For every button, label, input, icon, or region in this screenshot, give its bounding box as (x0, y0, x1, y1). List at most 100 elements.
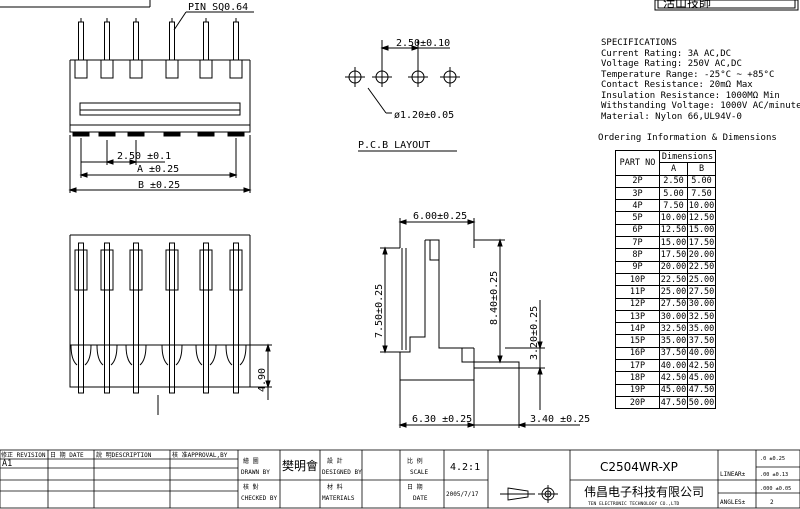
dim-b-cell: 45.00 (687, 371, 716, 385)
ordering-heading: Ordering Information & Dimensions (598, 133, 777, 143)
bottom-pin (169, 242, 175, 394)
bottom-pin-contact (70, 344, 92, 366)
dim-a-cell: 17.50 (659, 248, 688, 262)
front-foot (72, 131, 90, 137)
date-cn: 日 期 (407, 483, 423, 491)
linear-label: LINEAR± (720, 471, 746, 478)
pin-label: PIN SQ0.64 (188, 2, 248, 13)
part-cell: 11P (615, 285, 660, 299)
front-pin-slot (199, 59, 213, 79)
col-dims: Dimensions (659, 149, 716, 164)
bottom-pin-guide (165, 249, 179, 291)
front-foot (163, 131, 181, 137)
pcb-pitch-label: 2.50±0.10 (396, 38, 450, 49)
part-cell: 16P (615, 346, 660, 361)
part-cell: 20P (615, 395, 660, 410)
checked-en: CHECKED BY (241, 495, 278, 502)
side-top-label: 6.00±0.25 (413, 211, 467, 222)
front-pin (78, 21, 84, 61)
side-height-right: 3.20±0.25 (529, 306, 540, 360)
scale-value: 4.2:1 (450, 462, 480, 473)
col-a: A (659, 162, 688, 176)
designed-en: DESIGNED BY (322, 469, 362, 476)
header-fragments: PIN SQ0.64 活山技師 (0, 0, 799, 31)
dim-b-cell: 40.00 (687, 346, 716, 361)
dim-a-cell: 27.50 (659, 297, 688, 311)
pcb-hole-label: ø1.20±0.05 (394, 110, 454, 121)
rev-col: 修正 REVISION (1, 451, 46, 459)
dim-a-cell: 32.50 (659, 322, 688, 336)
part-cell: 18P (615, 371, 660, 385)
dim-a-cell: 45.00 (659, 383, 688, 397)
dim-b-cell: 5.00 (687, 174, 716, 188)
front-pin-slot (229, 59, 243, 79)
bottom-pin (233, 242, 239, 394)
front-pin-slot (100, 59, 114, 79)
front-pin (104, 21, 110, 61)
dim-a-cell: 10.00 (659, 211, 688, 225)
angles-label: ANGLES± (720, 499, 746, 506)
pcb-layout: 2.50±0.10 ø1.20±0.05 P.C.B LAYOUT (345, 38, 460, 152)
front-pitch-label: 2.50 ±0.1 (117, 151, 171, 162)
bottom-height-label: 4.90 (257, 368, 268, 392)
bottom-pin (104, 242, 110, 394)
bottom-pin-contact (96, 344, 118, 366)
spec-line: Material: Nylon 66,UL94V-0 (601, 111, 742, 122)
col-part: PART NO (615, 150, 660, 176)
drawn-name: 樊明會 (282, 459, 318, 473)
front-a-label: A ±0.25 (137, 164, 179, 175)
bottom-pin-contact (161, 344, 183, 366)
pcb-caption: P.C.B LAYOUT (358, 140, 430, 151)
date-value: 2005/7/17 (446, 491, 479, 498)
part-cell: 5P (615, 211, 660, 225)
tol-angle: 2 (770, 499, 774, 506)
bottom-pin-guide (229, 249, 243, 291)
front-view: 2.50 ±0.1 A ±0.25 B ±0.25 (68, 18, 252, 193)
bottom-pin (133, 242, 139, 394)
drawn-cn: 繪 圖 (243, 457, 259, 465)
part-cell: 15P (615, 334, 660, 348)
bottom-pin-guide (129, 249, 143, 291)
part-cell: 12P (615, 297, 660, 311)
dim-b-cell: 10.00 (687, 199, 716, 213)
material-en: MATERIALS (322, 495, 355, 502)
company-cn: 伟昌电子科技有限公司 (584, 485, 704, 499)
side-view: 6.00±0.25 7.50±0.25 8.40±0.25 3.20±0.25 (374, 211, 590, 428)
rev-value: A1 (2, 459, 12, 469)
dim-a-cell: 30.00 (659, 309, 688, 324)
part-cell: 10P (615, 272, 660, 287)
front-pin-slot (165, 59, 179, 79)
dim-b-cell: 37.50 (687, 334, 716, 348)
dim-a-cell: 2.50 (659, 174, 688, 188)
spec-line: Voltage Rating: 250V AC,DC (601, 59, 742, 69)
company-en: TEN ELECTRONIC TECHNOLOGY CO.,LTD (588, 501, 680, 507)
part-cell: 4P (615, 199, 660, 213)
front-pin (203, 21, 209, 61)
dim-a-cell: 35.00 (659, 334, 688, 348)
part-cell: 17P (615, 359, 660, 373)
dim-a-cell: 5.00 (659, 186, 688, 201)
spec-line: Contact Resistance: 20mΩ Max (601, 80, 753, 90)
dim-a-cell: 7.50 (659, 199, 688, 213)
dim-b-cell: 20.00 (687, 248, 716, 262)
part-cell: 3P (615, 186, 660, 201)
bottom-pin-contact (195, 344, 217, 366)
bottom-pin-guide (100, 249, 114, 291)
front-pin (133, 21, 139, 61)
date-col: 日 期 DATE (50, 451, 84, 459)
part-cell: 7P (615, 236, 660, 250)
